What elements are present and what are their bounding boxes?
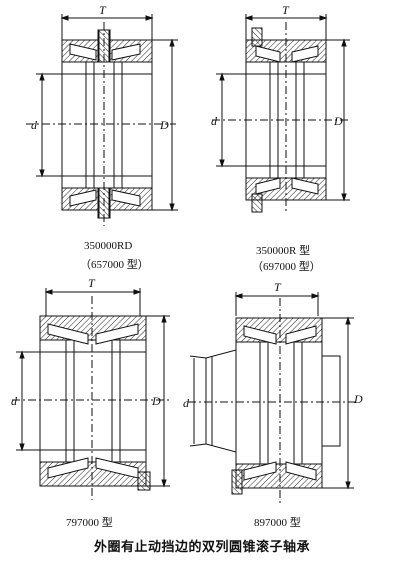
- fig3-name-line1: 797000 型: [66, 517, 113, 529]
- fig4-name-line1: 897000 型: [254, 517, 301, 529]
- fig3-d-label: d: [11, 394, 17, 408]
- fig1-drawing: [26, 14, 178, 226]
- fig2-name-line1: 350000R 型: [256, 245, 311, 257]
- fig4-drawing: [188, 292, 356, 504]
- fig2-drawing: [212, 14, 350, 214]
- fig1-name-line2: （657000 型）: [80, 259, 149, 271]
- fig1-D-label: D: [160, 118, 169, 132]
- fig2-T-label: T: [282, 3, 289, 17]
- fig3-D-label: D: [152, 394, 161, 408]
- fig4-T-label: T: [274, 280, 281, 294]
- fig2-name-line2: （697000 型）: [252, 261, 321, 273]
- fig1-d-label: d: [31, 118, 37, 132]
- fig3-drawing: [12, 288, 172, 500]
- fig2-d-label: d: [211, 114, 217, 128]
- fig1-name-line1: 350000RD: [84, 240, 133, 252]
- fig4-D-label: D: [354, 392, 363, 406]
- fig3-T-label: T: [88, 276, 95, 290]
- fig2-D-label: D: [334, 114, 343, 128]
- fig4-d-label: d: [183, 396, 189, 410]
- fig1-T-label: T: [99, 3, 106, 17]
- figure-caption: 外圈有止动挡边的双列圆锥滚子轴承: [93, 540, 310, 555]
